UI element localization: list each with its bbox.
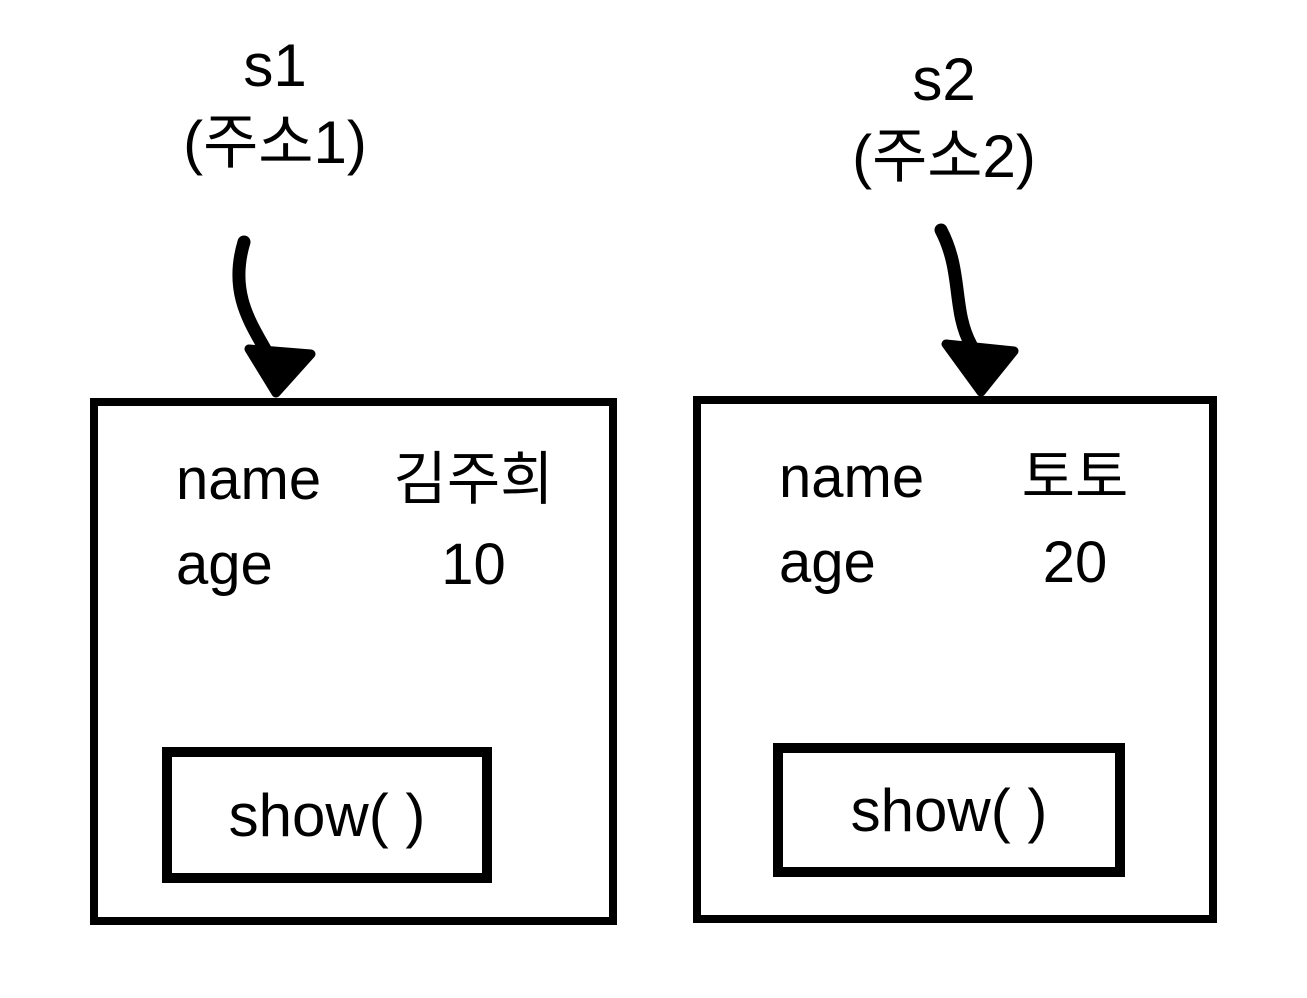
field-value-name: 토토 [1021,445,1129,510]
s2-field-row-name: name 토토 [779,435,1181,520]
s1-address-label: (주소1) [183,108,367,176]
s1-field-row-age: age 10 [176,522,581,607]
field-value-age: 20 [1042,530,1108,595]
s1-pointer-arrow [232,235,316,398]
s2-show-method-box: show( ) [773,743,1125,877]
s1-field-row-name: name 김주희 [176,437,581,522]
field-label-name: name [779,445,925,510]
s1-reference-label: s1 (주소1) [105,28,445,182]
s2-pointer-arrow [934,223,1019,397]
s1-object-box: name 김주희 age 10 show( ) [90,398,617,925]
s2-field-row-age: age 20 [779,520,1181,605]
field-label-age: age [779,530,876,595]
s2-method-label: show( ) [850,776,1048,844]
field-label-age: age [176,532,273,597]
s1-variable-name: s1 [243,32,307,99]
s2-reference-label: s2 (주소2) [774,42,1114,196]
s1-show-method-box: show( ) [162,747,492,883]
s1-method-label: show( ) [228,781,426,849]
field-label-name: name [176,447,322,512]
s2-object-box: name 토토 age 20 show( ) [693,396,1217,923]
s2-address-label: (주소2) [852,122,1036,190]
s2-variable-name: s2 [912,46,976,113]
field-value-age: 10 [441,532,506,597]
field-value-name: 김주희 [393,447,554,512]
